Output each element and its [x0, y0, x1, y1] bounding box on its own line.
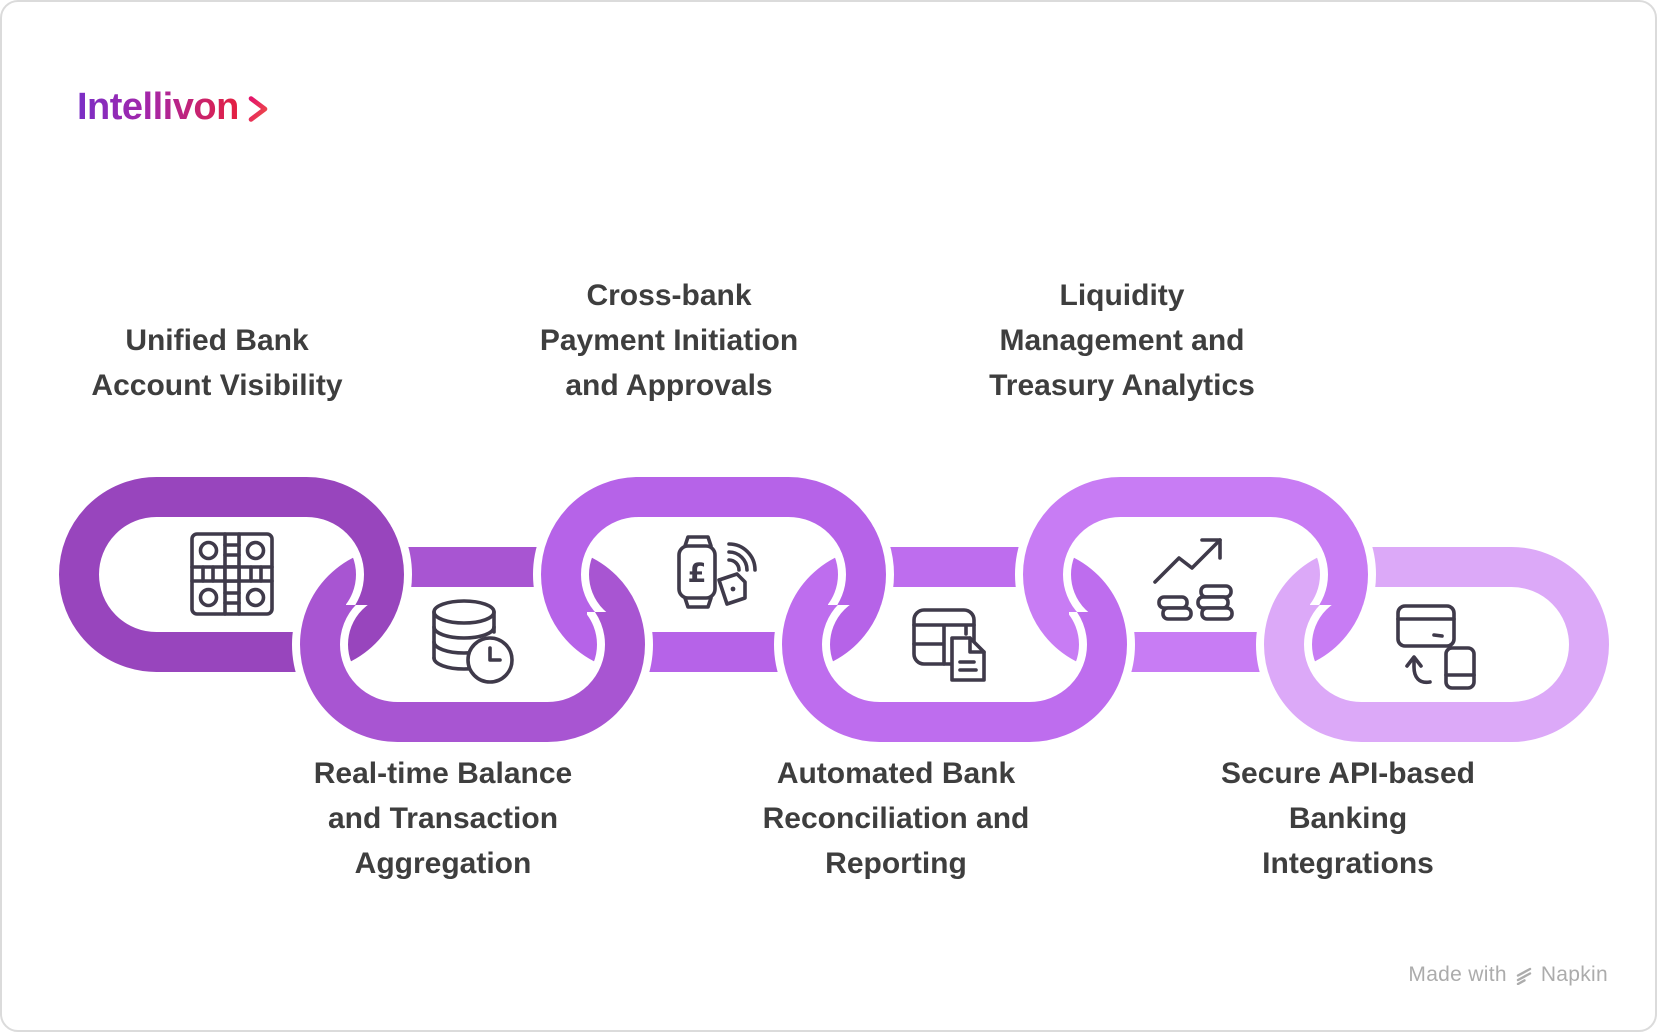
- feature-label-real-time-balance-aggregation: Real-time Balance and Transaction Aggreg…: [313, 757, 573, 880]
- watermark-brand: Napkin: [1540, 963, 1608, 986]
- chain-weave-1-2: [346, 527, 412, 605]
- database-clock-icon: [422, 594, 522, 694]
- chain-weave-3-4: [828, 527, 894, 605]
- watch-payment-icon: £: [663, 524, 763, 624]
- feature-label-unified-bank-account-visibility: Unified Bank Account Visibility: [91, 324, 343, 402]
- logo-text: Intellivon: [77, 86, 239, 128]
- chain-weave-2-3: [587, 612, 653, 690]
- unified-dashboard-icon: [182, 524, 282, 624]
- chain-link-6: [1256, 539, 1617, 750]
- table-document-icon: [904, 594, 1004, 694]
- intellivon-logo: Intellivon: [77, 86, 271, 129]
- chain-weave-4-5: [1069, 612, 1135, 690]
- watermark-prefix: Made with: [1408, 963, 1507, 986]
- feature-label-secure-api-banking-integrations: Secure API-based Banking Integrations: [1221, 757, 1475, 880]
- feature-label-liquidity-management-analytics: Liquidity Management and Treasury Analyt…: [989, 279, 1255, 402]
- chain-weave-5-6: [1310, 527, 1376, 605]
- feature-label-cross-bank-payment-initiation: Cross-bank Payment Initiation and Approv…: [539, 279, 799, 402]
- logo-chevron-icon: [248, 95, 268, 122]
- card-phone-sync-icon: [1386, 594, 1486, 694]
- napkin-watermark[interactable]: Made with Napkin: [1408, 963, 1608, 987]
- growth-coins-icon: [1145, 524, 1245, 624]
- svg-text:£: £: [688, 558, 707, 589]
- feature-label-automated-bank-reconciliation: Automated Bank Reconciliation and Report…: [762, 757, 1030, 880]
- napkin-logo-icon: [1516, 967, 1532, 985]
